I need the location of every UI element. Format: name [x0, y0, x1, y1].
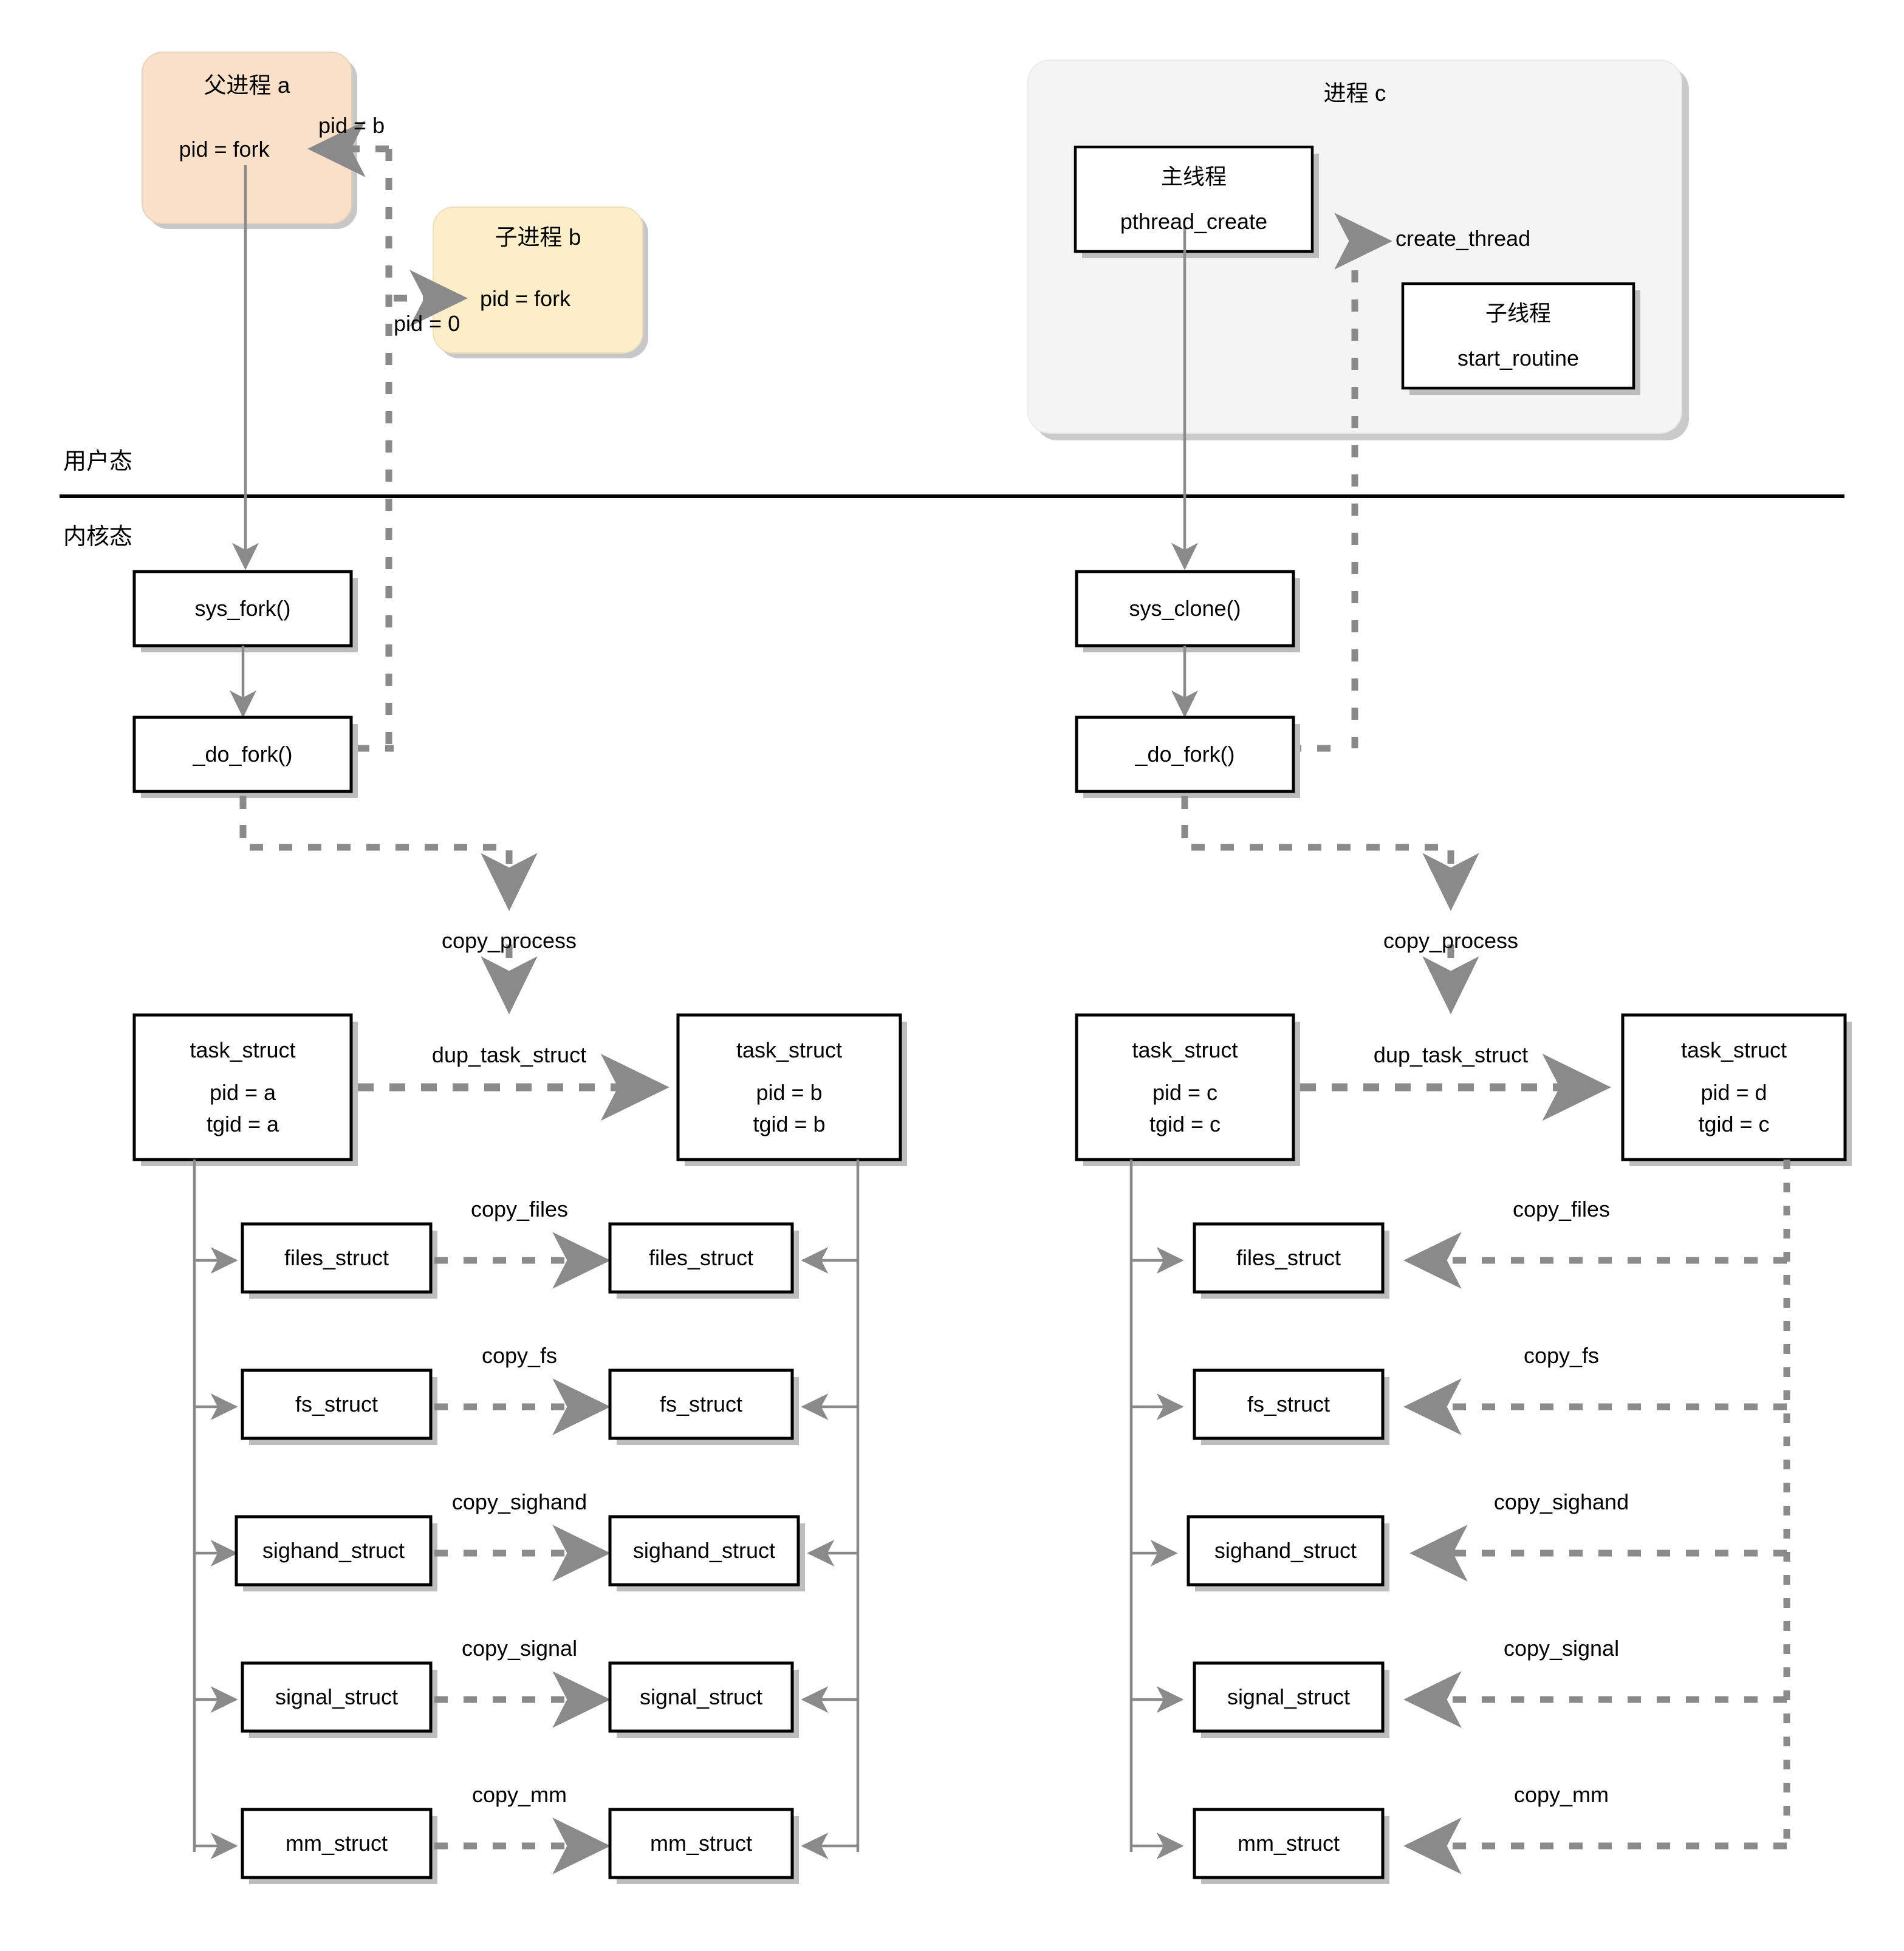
copy-label-left-0: copy_files — [470, 1197, 569, 1222]
struct-label-left-child-1: fs_struct — [659, 1392, 743, 1416]
struct-label-right-3: signal_struct — [1227, 1684, 1351, 1709]
struct-label-left-parent-3: signal_struct — [275, 1684, 399, 1709]
dofork-to-copyprocess-left — [239, 796, 538, 911]
struct-box-left-child-4 — [608, 1808, 799, 1884]
do-fork-label-left: _do_fork() — [193, 742, 293, 767]
struct-label-right-4: mm_struct — [1237, 1831, 1340, 1856]
struct-box-right-0 — [1193, 1222, 1389, 1299]
struct-label-left-child-0: files_struct — [648, 1245, 754, 1270]
task-struct-pid: pid = b — [756, 1079, 823, 1105]
copy-label-right-0: copy_files — [1512, 1197, 1611, 1222]
struct-box-left-parent-4 — [241, 1808, 437, 1884]
copy-label-left-1: copy_fs — [481, 1343, 558, 1368]
dup-task-struct-label-right: dup_task_struct — [1373, 1042, 1529, 1067]
struct-label-right-2: sighand_struct — [1214, 1538, 1357, 1563]
sys-fork-label: sys_fork() — [194, 596, 291, 621]
struct-box-right-1 — [1193, 1368, 1389, 1445]
struct-box-left-child-1 — [608, 1368, 799, 1445]
task-struct-pid: pid = d — [1700, 1079, 1767, 1105]
user-mode-label: 用户态 — [63, 449, 133, 474]
main-thread-box — [1074, 145, 1319, 258]
task-struct-child-right: task_struct pid = d tgid = c — [1623, 1015, 1845, 1160]
child-thread-box — [1401, 282, 1640, 395]
task-struct-tgid: tgid = b — [753, 1112, 826, 1137]
copy-label-right-2: copy_sighand — [1493, 1489, 1629, 1514]
struct-box-left-parent-0 — [241, 1222, 437, 1299]
child-process-container — [433, 207, 648, 358]
struct-box-right-2 — [1187, 1515, 1389, 1591]
child-thread-title: 子线程 — [1485, 300, 1551, 326]
struct-box-left-parent-2 — [235, 1515, 437, 1591]
sys-clone-box — [1075, 570, 1300, 652]
copy-label-right-4: copy_mm — [1513, 1782, 1609, 1807]
task-struct-pid: pid = a — [209, 1079, 276, 1105]
struct-label-left-parent-2: sighand_struct — [262, 1538, 405, 1563]
create-thread-label: create_thread — [1395, 226, 1531, 251]
struct-box-left-child-0 — [608, 1222, 799, 1299]
copy-label-left-4: copy_mm — [471, 1782, 567, 1807]
copy-label-left-3: copy_signal — [461, 1636, 578, 1661]
struct-box-left-child-2 — [608, 1515, 805, 1591]
child-thread-body: start_routine — [1457, 346, 1580, 371]
task-struct-parent-box-right — [1075, 1013, 1300, 1166]
task-struct-parent-right: task_struct pid = c tgid = c — [1077, 1015, 1293, 1160]
task-struct-title: task_struct — [190, 1037, 296, 1062]
main-thread-title: 主线程 — [1160, 163, 1227, 189]
dup-task-struct-label-left: dup_task_struct — [431, 1042, 587, 1067]
struct-box-left-parent-3 — [241, 1661, 437, 1738]
parent-process-container — [142, 52, 357, 229]
child-process-title: 子进程 b — [495, 225, 581, 250]
dofork-to-copyprocess-right — [1181, 796, 1479, 911]
task-struct-tgid: tgid = c — [1149, 1112, 1221, 1137]
struct-label-left-child-2: sighand_struct — [632, 1538, 776, 1563]
do-fork-box-left — [132, 716, 358, 798]
struct-box-right-4 — [1193, 1808, 1389, 1884]
parent-process-body: pid = fork — [179, 137, 270, 162]
struct-label-left-child-3: signal_struct — [639, 1684, 763, 1709]
task-struct-title: task_struct — [1680, 1037, 1787, 1062]
fork-return-child-label: pid = 0 — [394, 311, 461, 336]
struct-label-left-parent-0: files_struct — [284, 1245, 389, 1270]
task-struct-tgid: tgid = a — [206, 1112, 279, 1137]
parent-process-title: 父进程 a — [204, 73, 290, 98]
sys-clone-label: sys_clone() — [1129, 596, 1241, 621]
task-struct-child-box-right — [1621, 1013, 1852, 1166]
child-thread-text: 子线程 start_routine — [1403, 284, 1634, 388]
copy-label-right-3: copy_signal — [1503, 1636, 1620, 1661]
task-struct-pid: pid = c — [1152, 1079, 1218, 1105]
task-struct-parent-left: task_struct pid = a tgid = a — [134, 1015, 351, 1160]
copy-label-left-2: copy_sighand — [451, 1489, 587, 1514]
struct-label-left-parent-1: fs_struct — [295, 1392, 378, 1416]
struct-box-left-parent-1 — [241, 1368, 437, 1445]
process-c-title: 进程 c — [1323, 81, 1386, 106]
do-fork-box-right — [1075, 716, 1300, 798]
task-struct-child-left: task_struct pid = b tgid = b — [678, 1015, 900, 1160]
task-struct-tgid: tgid = c — [1698, 1112, 1770, 1137]
copy-process-label-left: copy_process — [441, 928, 577, 953]
struct-label-right-0: files_struct — [1236, 1245, 1341, 1270]
struct-label-left-child-4: mm_struct — [649, 1831, 752, 1856]
task-struct-parent-box-left — [132, 1013, 358, 1166]
fork-return-parent-label: pid = b — [318, 113, 385, 138]
struct-label-right-1: fs_struct — [1247, 1392, 1330, 1416]
copy-process-label-right: copy_process — [1383, 928, 1519, 953]
main-thread-body: pthread_create — [1120, 209, 1268, 234]
kernel-mode-label: 内核态 — [63, 524, 133, 550]
task-struct-title: task_struct — [1132, 1037, 1238, 1062]
task-struct-title: task_struct — [736, 1037, 843, 1062]
struct-box-left-child-3 — [608, 1661, 799, 1738]
do-fork-label-right: _do_fork() — [1135, 742, 1235, 767]
child-process-body: pid = fork — [480, 286, 571, 311]
copy-label-right-1: copy_fs — [1523, 1343, 1600, 1368]
struct-label-left-parent-4: mm_struct — [285, 1831, 388, 1856]
struct-box-right-3 — [1193, 1661, 1389, 1738]
task-struct-child-box-left — [676, 1013, 907, 1166]
main-thread-text: 主线程 pthread_create — [1075, 147, 1312, 251]
